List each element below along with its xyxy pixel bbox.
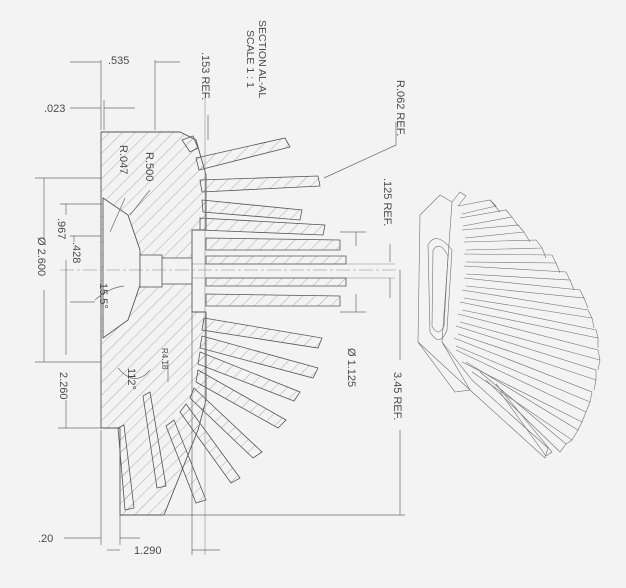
- dim-023: .023: [44, 103, 65, 115]
- dim-967: .967: [55, 218, 67, 239]
- section-scale: SCALE 1 : 1: [244, 30, 256, 88]
- dim-r062-ref: R.062 REF.: [394, 80, 406, 136]
- dim-dia-2600: Ø 2.600: [35, 237, 47, 276]
- dim-r418: R4.18: [160, 348, 169, 370]
- lower-fins: [117, 317, 323, 511]
- dim-dia-1125: Ø 1.125: [345, 348, 357, 387]
- dim-20: .20: [38, 533, 53, 545]
- section-title: SECTION AL-AL: [256, 20, 268, 98]
- dim-1290: 1.290: [134, 545, 162, 557]
- dim-r047: R.047: [117, 145, 129, 174]
- upper-fins: [181, 135, 326, 236]
- bore-counterbore: [139, 254, 163, 288]
- dim-angle-112: 112°: [125, 368, 137, 390]
- dim-125-ref: .125 REF.: [381, 178, 393, 226]
- dim-345-ref: 3.45 REF.: [391, 372, 403, 420]
- dim-angle-15-5: 15.5°: [97, 283, 109, 309]
- dim-535: .535: [108, 55, 129, 67]
- section-view: [60, 95, 400, 555]
- dim-r500: R.500: [143, 152, 155, 181]
- middle-fins: [205, 237, 347, 307]
- dim-153-ref: .153 REF.: [199, 52, 211, 100]
- dimension-lines: [35, 60, 405, 555]
- isometric-view: [417, 191, 601, 459]
- dim-428: .428: [70, 242, 82, 263]
- dim-2260: 2.260: [57, 372, 69, 400]
